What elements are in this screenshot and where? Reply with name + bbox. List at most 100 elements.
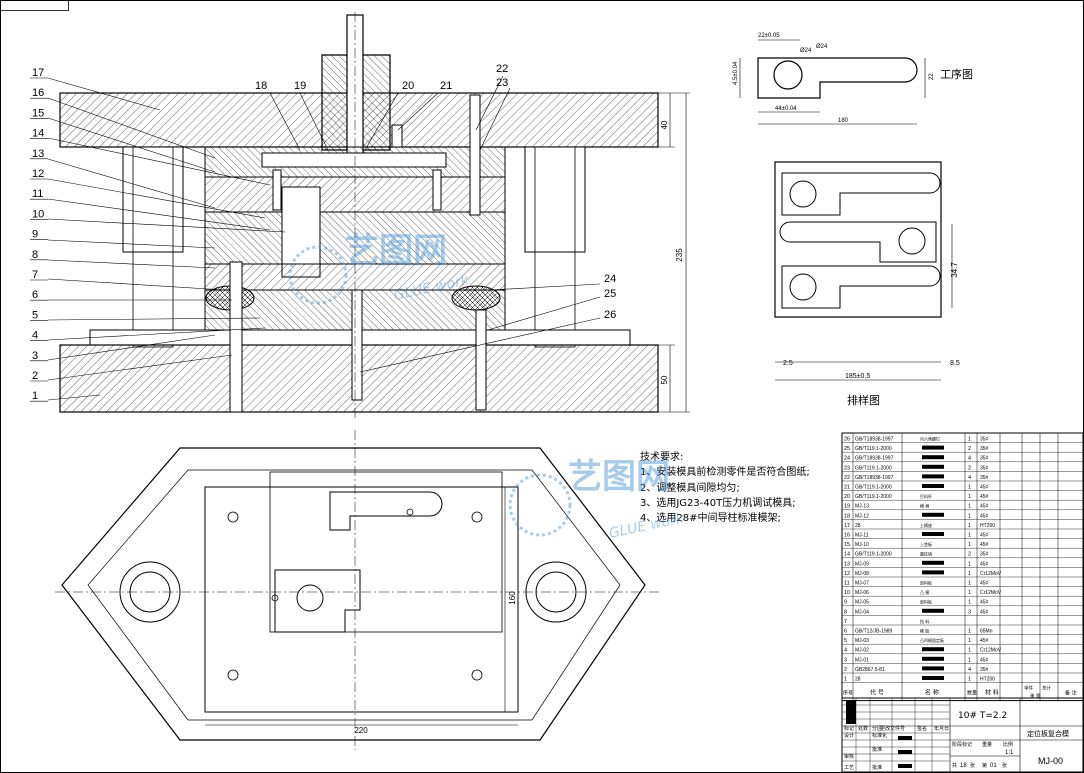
tech-requirements: 技术要求: 1、安装模具前检测零件是否符合图纸; 2、调整模具间隙均匀; 3、选… [640,450,810,524]
screw-upper-right [469,94,481,216]
strip-outline [774,161,942,318]
part-label-11: 11 [32,188,43,200]
parts-mat: Cr12MoV [980,571,1002,577]
strip-part-3 [781,265,941,309]
die-set-inner [87,469,621,721]
parts-mat: 45# [980,638,989,644]
part-label-12: 12 [32,168,44,180]
strip-part-1 [781,172,941,216]
parts-no: 4 [844,648,847,654]
parts-mat: 45# [980,494,989,500]
tb-rev-mark: 标记 [844,725,854,732]
parts-code: GB/T119.1-2000 [855,465,892,471]
process-dim-height: 22 [929,73,935,80]
part-label-2: 2 [32,370,38,382]
title-block-frame [841,697,1084,773]
parts-mat: 45# [980,504,989,510]
layout-sketch-title: 排样图 [847,393,880,407]
parts-mat: 45# [980,533,989,539]
parts-code: GB/T119.1-2000 [855,485,892,491]
tb-sheet: 第 [982,762,987,769]
part-label-14: 14 [32,128,44,140]
parts-no: 17 [844,523,850,529]
strip-outline [269,471,503,633]
parts-code: 28 [855,523,861,529]
parts-qty: 1 [968,533,971,539]
parts-mat: HT200 [980,677,995,683]
parts-row: 5 MJ-03 凸凹模固定板 1 45# [844,637,989,644]
parts-name: 凸凹模固定板 [920,637,944,643]
parts-code: MJ-12 [855,513,869,519]
parts-code: MJ-05 [855,600,869,606]
parts-no: 9 [844,600,847,606]
lower-plate-outline [204,486,519,713]
parts-name: 橡 胶 [920,628,929,634]
pin-upper-left [272,169,282,211]
ejector-pin-right [475,309,487,411]
layout-dim-right: 8.5 [950,360,960,367]
parts-header: 序号代 号名 称数量材 料单件总计重 量备 注 [843,685,1077,700]
part-label-16: 16 [32,87,44,99]
parts-qty: 1 [968,523,971,529]
svg-text:代 号: 代 号 [870,689,884,697]
parts-no: 18 [844,513,850,519]
part-label-19: 19 [294,80,306,92]
tb-material: 10# T=2.2 [958,711,1007,721]
guide-sleeve-right [524,146,586,253]
strip-hole-1 [789,180,817,208]
parts-qty: 1 [968,638,971,644]
parts-qty: 1 [968,571,971,577]
part-label-8: 8 [32,249,38,261]
parts-name: 圆柱销 [920,551,932,557]
part-label-23: 23 [496,77,508,89]
parts-no: 5 [844,638,847,644]
process-sketch-title: 工序图 [940,67,973,81]
tb-weight: 重量 [982,741,992,748]
svg-text:单件: 单件 [1024,685,1033,692]
parts-table-frame [841,432,1084,702]
parts-name: 挡 料 [920,618,929,624]
part-label-10: 10 [32,208,44,220]
part-label-22: 22 [496,63,508,75]
part-label-6: 6 [32,289,38,301]
parts-code: MJ-04 [855,609,869,615]
parts-no: 8 [844,609,847,615]
parts-name-redacted [922,474,944,479]
part-label-4: 4 [32,330,38,342]
parts-mat: HT200 [980,523,995,529]
plan-dim-width: 220 [354,726,368,735]
part-label-7: 7 [32,269,38,281]
parts-no: 23 [844,465,850,471]
parts-no: 19 [844,504,850,510]
process-dim-offset: 44±0.04 [775,106,797,112]
parts-code: MJ-03 [855,638,869,644]
blank-hole [296,584,324,612]
dim-height-top: 40 [660,120,669,129]
dim-height-bottom: 50 [660,375,669,384]
tb-design: 设计 [844,732,854,739]
svg-text:重 量: 重 量 [1030,693,1041,700]
parts-no: 14 [844,552,850,558]
parts-name-redacted [922,608,944,613]
part-label-9: 9 [32,229,38,241]
parts-mat: 45# [980,542,989,548]
parts-code: MJ-01 [855,657,869,663]
blank-shape-upper [329,491,443,531]
parts-name: 凸 模 [920,589,929,595]
parts-no: 26 [844,437,850,443]
die-set-outline [61,447,646,741]
parts-name-redacted [922,560,944,565]
parts-qty: 1 [968,581,971,587]
tb-approve2: 批准 [872,746,882,753]
